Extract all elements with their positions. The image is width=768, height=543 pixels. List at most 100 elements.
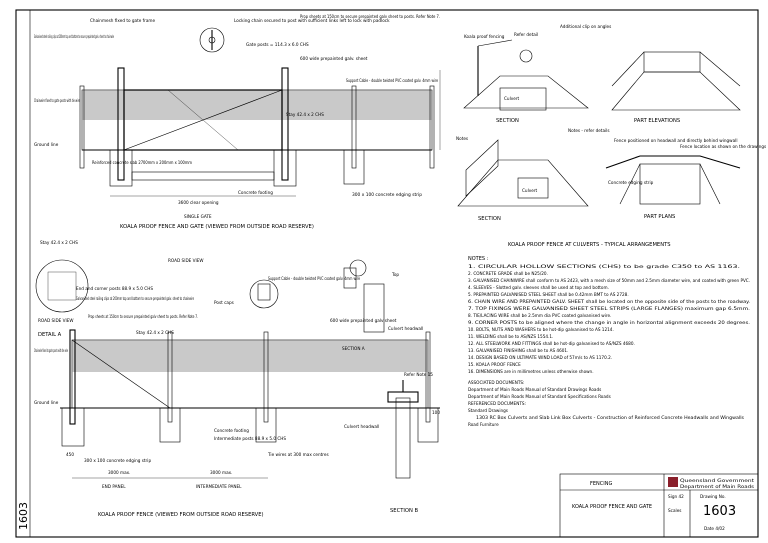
- label-chainmesh: Chainmesh fixed to gate frame: [90, 18, 155, 23]
- note-6: 6. CHAIN WIRE AND PREPAINTED GALV. SHEET…: [468, 299, 750, 304]
- section2-sloped-fence: [465, 139, 499, 197]
- refer-detail-marker: [519, 49, 533, 63]
- title-org-line2: Department of Main Roads: [680, 484, 754, 489]
- title-block-frame: [559, 473, 759, 538]
- title-date-label: Date 4/02: [704, 526, 725, 531]
- label-refer-detail: Refer detail: [514, 32, 538, 37]
- label-chainwire-fixed: Chainwire fixed to gate posts with tie w…: [34, 98, 80, 103]
- label-section-b: SECTION B: [390, 508, 419, 514]
- label-dim-3000b: 3000 max.: [210, 470, 232, 475]
- note-14: 14. DESIGN BASED ON ULTIMATE WIND LOAD o…: [468, 355, 612, 360]
- elevation-fence: [643, 51, 701, 73]
- title-drawing-number: 1603: [703, 504, 736, 519]
- note-9: 9. CORNER POSTS to be aligned where the …: [468, 320, 750, 325]
- side-drawing-number: 1603: [17, 502, 30, 530]
- gate-stay: [167, 89, 239, 151]
- label-support-cable-2: Support Cable - double twisted PVC coate…: [268, 276, 360, 281]
- fence-footing-2: [159, 407, 181, 443]
- note-16: 16. DIMENSIONS are in millimetres unless…: [468, 369, 594, 374]
- section-fence-top: [477, 39, 513, 47]
- gate-post-left: [117, 67, 125, 181]
- fence-post-3: [263, 331, 269, 423]
- elevation-embankment: [611, 71, 741, 111]
- label-additional-clip: Additional clip on angles: [560, 24, 611, 29]
- label-prop-sheets-2: Prop sheets at 150cm to secure prepainte…: [88, 314, 198, 319]
- gate-slab: [131, 171, 275, 181]
- gate-elevation: Locking chain secured to post with suffi…: [34, 14, 441, 230]
- label-dim-100: 100: [432, 410, 440, 415]
- title-scales-label: Scales: [668, 508, 681, 513]
- note-4: 4. SLEEVES - Slotted galv. sleeves shall…: [468, 285, 609, 290]
- label-reinforced-concrete: Reinforced concrete slab 2700mm x 200mm …: [92, 160, 192, 165]
- title-sign-label: Sign 42: [668, 494, 684, 499]
- label-locking-chain: Locking chain secured to post with suffi…: [234, 18, 390, 23]
- plan-wingwall-right: [699, 163, 721, 205]
- label-galv-sheet: 600 wide prepainted galv. sheet: [300, 56, 368, 61]
- label-concrete-footing-2: Concrete footing: [214, 428, 249, 433]
- label-concrete-edging: Concrete edging strip: [608, 180, 654, 185]
- label-notes-details: Notes - refer details: [568, 128, 610, 133]
- label-section-a: SECTION A: [342, 346, 365, 351]
- label-prop-sheets: Prop sheets at 150cm to secure prepainte…: [300, 14, 440, 19]
- caption-gate: KOALA PROOF FENCE AND GATE (VIEWED FROM …: [120, 224, 314, 230]
- label-post-caps: Post caps: [214, 300, 234, 305]
- label-tie-wires: Tie wires at 300 max centres: [267, 452, 329, 457]
- title-block: FENCING KOALA PROOF FENCE AND GATE Queen…: [559, 473, 759, 538]
- label-ground-line: Ground line: [34, 142, 59, 147]
- post-cap-detail-circle: [249, 279, 279, 309]
- label-culvert-top: Culvert: [504, 96, 520, 101]
- assoc-doc-2: Department of Main Roads Manual of Stand…: [468, 394, 611, 399]
- note-8: 8. TIE/LACING WIRE shall be 2.5mm dia PV…: [468, 313, 611, 318]
- label-galv-sheet-posts: 600 wide prepainted galv sheet: [330, 318, 397, 323]
- qld-crest-icon: [668, 477, 678, 487]
- caption-section-top: SECTION: [496, 118, 519, 124]
- ref-doc-3: Road Furniture: [468, 422, 499, 427]
- caption-section-lower: SECTION: [478, 216, 501, 222]
- title-drawing-title: KOALA PROOF FENCE AND GATE: [572, 504, 652, 510]
- intermediate-post: [351, 85, 357, 169]
- section-embankment: [463, 75, 589, 109]
- gate-galv-sheet: [82, 90, 432, 120]
- note-13: 13. GALVANISED FINISHING shall be to AS …: [468, 348, 568, 353]
- headwall-details: Top Culvert headwall SECTION A Refer Not…: [342, 259, 440, 514]
- gate-footing-right: [273, 149, 297, 187]
- assoc-docs-heading: ASSOCIATED DOCUMENTS:: [468, 380, 524, 385]
- label-stay: Stay 42.4 x 2 CHS: [286, 112, 324, 117]
- gate-post-right: [281, 67, 289, 181]
- label-support-cable: Support Cable - double twisted PVC coate…: [346, 78, 438, 83]
- label-edging-strip: 300 x 100 concrete edging strip: [352, 192, 422, 197]
- label-culvert-headwall: Culvert headwall: [388, 326, 423, 331]
- fence-footing-end: [61, 407, 85, 447]
- label-stay-detail: Stay 42.4 x 2 CHS: [40, 240, 78, 245]
- road-side-view-mesh: [47, 271, 77, 301]
- padlock-icon: [208, 36, 216, 44]
- label-ground-line-2: Ground line: [34, 400, 59, 405]
- post-cap-detail: [257, 283, 271, 301]
- title-drawing-no-label: Drawing No.: [700, 494, 726, 499]
- caption-part-elevations: PART ELEVATIONS: [634, 118, 680, 124]
- section2-culvert: [517, 177, 549, 199]
- note-11: 11. WELDING shall be to AS/NZS 1554.1.: [468, 334, 553, 339]
- end-post-right: [429, 85, 435, 169]
- assoc-doc-1: Department of Main Roads Manual of Stand…: [468, 387, 601, 392]
- road-side-view-circle: [35, 259, 89, 313]
- elevation-fence-slope-left: [611, 51, 645, 87]
- section-b-base-plate: [387, 391, 419, 403]
- label-clear-opening: 3600 clear opening: [178, 200, 219, 205]
- label-single-gate: SINGLE GATE: [184, 214, 212, 219]
- title-org-line1: Queensland Government: [680, 478, 754, 483]
- label-koala-proof-fencing: Koala proof fencing: [464, 34, 505, 39]
- label-top-rail: Top: [391, 272, 399, 277]
- fence-elevation: Stay 42.4 x 2 CHS ROAD SIDE VIEW DETAIL …: [34, 240, 440, 518]
- section-a-circle: [349, 259, 367, 277]
- label-road-side-view-2: ROAD SIDE VIEW: [168, 258, 204, 263]
- label-culvert-lower: Culvert: [522, 188, 538, 193]
- lock-detail-circle: [199, 27, 225, 53]
- note-3: 3. GALVANISED CHAINWIRE shall conform to…: [468, 278, 750, 283]
- note-2: 2. CONCRETE GRADE shall be N25/20.: [468, 271, 548, 276]
- title-section: FENCING: [590, 481, 612, 487]
- caption-bottom-left: KOALA PROOF FENCE (VIEWED FROM OUTSIDE R…: [98, 512, 264, 518]
- section-culvert: [499, 87, 547, 111]
- note-10: 10. BOLTS, NUTS AND WASHERS to be hot-di…: [468, 327, 614, 332]
